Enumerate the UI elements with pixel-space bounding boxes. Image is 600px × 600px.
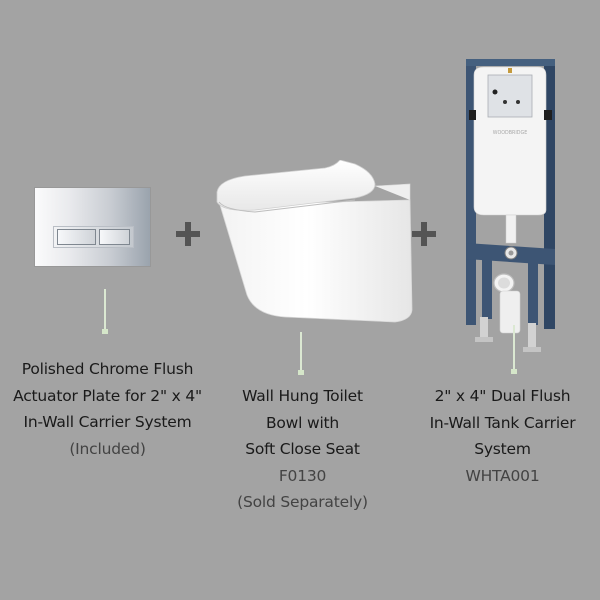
half-flush-button-icon	[99, 229, 130, 245]
caption-title-line: System	[474, 440, 531, 458]
caption-title-line: In-Wall Carrier System	[23, 413, 192, 431]
tank-carrier-caption: 2" x 4" Dual Flush In-Wall Tank Carrier …	[405, 383, 600, 489]
actuator-plate-caption: Polished Chrome Flush Actuator Plate for…	[0, 356, 215, 462]
flush-button-frame	[53, 226, 134, 248]
wall-hung-toilet-image	[216, 160, 413, 323]
leader-line	[102, 289, 108, 334]
full-flush-button-icon	[57, 229, 96, 245]
plus-icon	[176, 222, 200, 246]
caption-title-line: 2" x 4" Dual Flush	[434, 387, 571, 405]
toilet-bowl-caption: Wall Hung Toilet Bowl with Soft Close Se…	[205, 383, 400, 516]
leader-line	[511, 325, 517, 374]
caption-title-line: In-Wall Tank Carrier	[429, 413, 576, 432]
caption-title-line: Polished Chrome Flush	[21, 360, 194, 378]
sold-separately-note: (Sold Separately)	[237, 493, 368, 511]
caption-title-line: Bowl with	[265, 413, 340, 432]
brand-mark: WOODBRIDGE	[493, 130, 527, 136]
plus-icon	[412, 222, 436, 246]
included-note: (Included)	[69, 439, 146, 458]
model-number: F0130	[278, 466, 327, 485]
caption-title-line: Soft Close Seat	[245, 440, 360, 458]
chrome-flush-plate-image	[35, 188, 150, 266]
model-number: WHTA001	[465, 466, 540, 485]
caption-title-line: Actuator Plate for 2" x 4"	[13, 386, 202, 405]
leader-line	[298, 332, 304, 375]
in-wall-tank-carrier-image: WOODBRIDGE	[466, 59, 555, 352]
caption-title-line: Wall Hung Toilet	[242, 387, 363, 405]
